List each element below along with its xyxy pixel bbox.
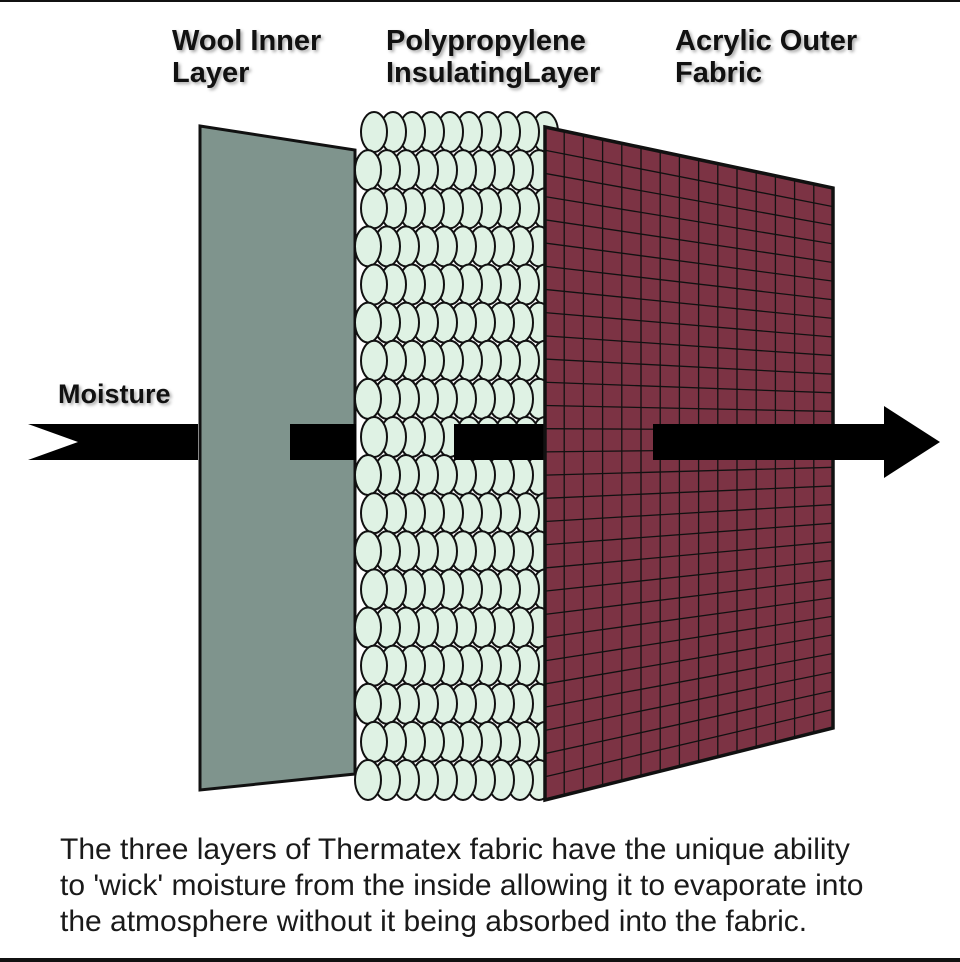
polypropylene-fibre (354, 301, 382, 344)
acrylic-grid-line (545, 485, 833, 499)
acrylic-grid-line (545, 634, 833, 685)
wool-inner-layer-label: Wool Inner Layer (172, 25, 322, 89)
acrylic-grid-line (545, 559, 833, 592)
acrylic-grid-line (545, 597, 833, 639)
polypropylene-fibre (360, 568, 388, 611)
polypropylene-layer-label: Polypropylene InsulatingLayer (386, 25, 601, 89)
acrylic-grid-line (545, 522, 833, 546)
top-border (0, 0, 960, 2)
polypropylene-fibre (354, 225, 382, 268)
polypropylene-fibre (354, 606, 382, 649)
acrylic-grid-line (545, 652, 833, 708)
acrylic-grid-line (545, 219, 833, 264)
acrylic-grid-line (545, 172, 833, 226)
acrylic-grid-line (545, 708, 833, 778)
polypropylene-fibre (360, 492, 388, 535)
bottom-border (0, 958, 960, 962)
polypropylene-fibre (360, 339, 388, 382)
moisture-arrow-segment-wool (290, 424, 356, 460)
moisture-arrow-head (653, 406, 940, 478)
caption-line: The three layers of Thermatex fabric hav… (60, 833, 850, 866)
moisture-label: Moisture (58, 379, 171, 409)
acrylic-grid-line (545, 578, 833, 615)
caption-line: to 'wick' moisture from the inside allow… (60, 869, 864, 902)
acrylic-grid-line (545, 541, 833, 569)
polypropylene-fibre (360, 415, 388, 458)
moisture-arrow-segment-polypropylene (454, 424, 546, 460)
acrylic-outer-fabric-label: Acrylic Outer Fabric (675, 25, 858, 89)
acrylic-grid-line (545, 242, 833, 282)
acrylic-grid-line (545, 288, 833, 319)
acrylic-grid-line (545, 381, 833, 394)
acrylic-outer-fabric (543, 124, 835, 803)
acrylic-grid-line (545, 690, 833, 755)
polypropylene-fibre (354, 530, 382, 573)
moisture-arrow-tail (28, 424, 198, 460)
polypropylene-fibre (354, 759, 382, 801)
polypropylene-fibre (354, 454, 382, 497)
acrylic-grid-line (545, 466, 833, 476)
acrylic-grid-line (545, 358, 833, 375)
polypropylene-fibre (360, 720, 388, 763)
acrylic-grid-line (545, 149, 833, 208)
acrylic-grid-line (545, 615, 833, 662)
acrylic-grid-line (545, 671, 833, 732)
polypropylene-fibre (360, 263, 388, 306)
acrylic-grid-line (545, 404, 833, 413)
acrylic-grid-line (545, 503, 833, 523)
polypropylene-fibre (360, 111, 388, 153)
acrylic-grid-line (545, 195, 833, 245)
polypropylene-fibre (360, 644, 388, 687)
acrylic-grid-line (545, 335, 833, 357)
polypropylene-fibre (360, 187, 388, 230)
caption-line: the atmosphere without it being absorbed… (60, 905, 808, 938)
acrylic-grid-line (545, 312, 833, 338)
polypropylene-fibre (354, 149, 382, 192)
polypropylene-fibre (354, 377, 382, 420)
diagram-caption: The three layers of Thermatex fabric hav… (60, 832, 960, 940)
polypropylene-fibre (354, 682, 382, 725)
acrylic-grid-line (545, 265, 833, 301)
